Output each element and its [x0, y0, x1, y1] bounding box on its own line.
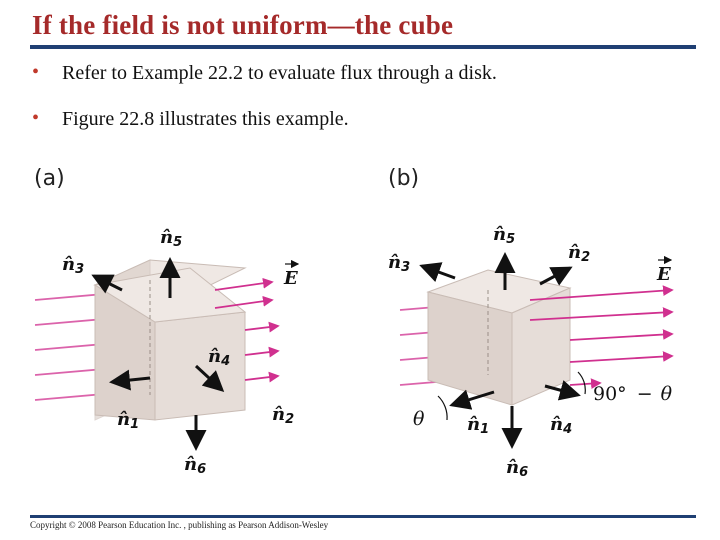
cube-b — [426, 269, 572, 406]
bullet-text: Figure 22.8 illustrates this example. — [62, 108, 349, 130]
n2-arrow-b — [539, 266, 573, 286]
bullet-dot-icon: • — [32, 107, 40, 129]
footer-divider — [30, 515, 696, 518]
cube-flux-figure: (a) n̂5 n̂3 n̂4 n̂1 n̂2 — [34, 166, 674, 480]
field-lines-b-front — [529, 285, 674, 389]
n3-arrow-a — [91, 274, 123, 294]
theta-arc — [437, 395, 448, 421]
svg-text:n̂3: n̂3 — [388, 252, 410, 275]
complement-angle-label: 90° − θ — [593, 383, 673, 405]
n4-arrow-b — [544, 380, 581, 401]
bullet-dot-icon: • — [32, 61, 40, 83]
normal-labels-b: n̂5 n̂3 n̂2 n̂1 n̂4 n̂6 E θ 90° − θ — [388, 224, 673, 480]
svg-text:n̂2: n̂2 — [568, 242, 590, 265]
normal-arrows-b — [419, 252, 581, 449]
bullet-text: Refer to Example 22.2 to evaluate flux t… — [62, 62, 497, 84]
field-label-a: E — [283, 268, 298, 289]
svg-text:n̂5: n̂5 — [160, 227, 182, 250]
copyright-notice: Copyright © 2008 Pearson Education Inc. … — [30, 520, 329, 530]
svg-text:n̂4: n̂4 — [550, 414, 572, 437]
panel-a-label: (a) — [34, 166, 65, 191]
svg-text:n̂3: n̂3 — [62, 254, 84, 277]
n1-arrow-a — [109, 369, 151, 391]
n1-arrow-b — [449, 389, 495, 410]
title-divider — [30, 45, 696, 49]
svg-text:n̂6: n̂6 — [506, 457, 528, 480]
field-label-b: E — [656, 264, 671, 285]
field-lines-a-front — [214, 277, 280, 383]
panel-b-label: (b) — [388, 166, 419, 191]
svg-text:n̂5: n̂5 — [493, 224, 515, 247]
normal-arrows-a — [91, 257, 225, 451]
svg-text:n̂6: n̂6 — [184, 454, 206, 477]
bullet-item: • Figure 22.8 illustrates this example. — [30, 107, 690, 154]
complement-arc — [577, 371, 586, 395]
theta-label: θ — [413, 408, 425, 430]
slide-title: If the field is not uniform—the cube — [32, 10, 454, 40]
n4-arrow-a — [194, 364, 225, 393]
n3-arrow-b — [419, 262, 456, 283]
bullet-list: • Refer to Example 22.2 to evaluate flux… — [30, 61, 690, 154]
svg-text:n̂1: n̂1 — [467, 414, 489, 437]
bullet-item: • Refer to Example 22.2 to evaluate flux… — [30, 61, 690, 108]
svg-text:n̂2: n̂2 — [272, 404, 294, 427]
